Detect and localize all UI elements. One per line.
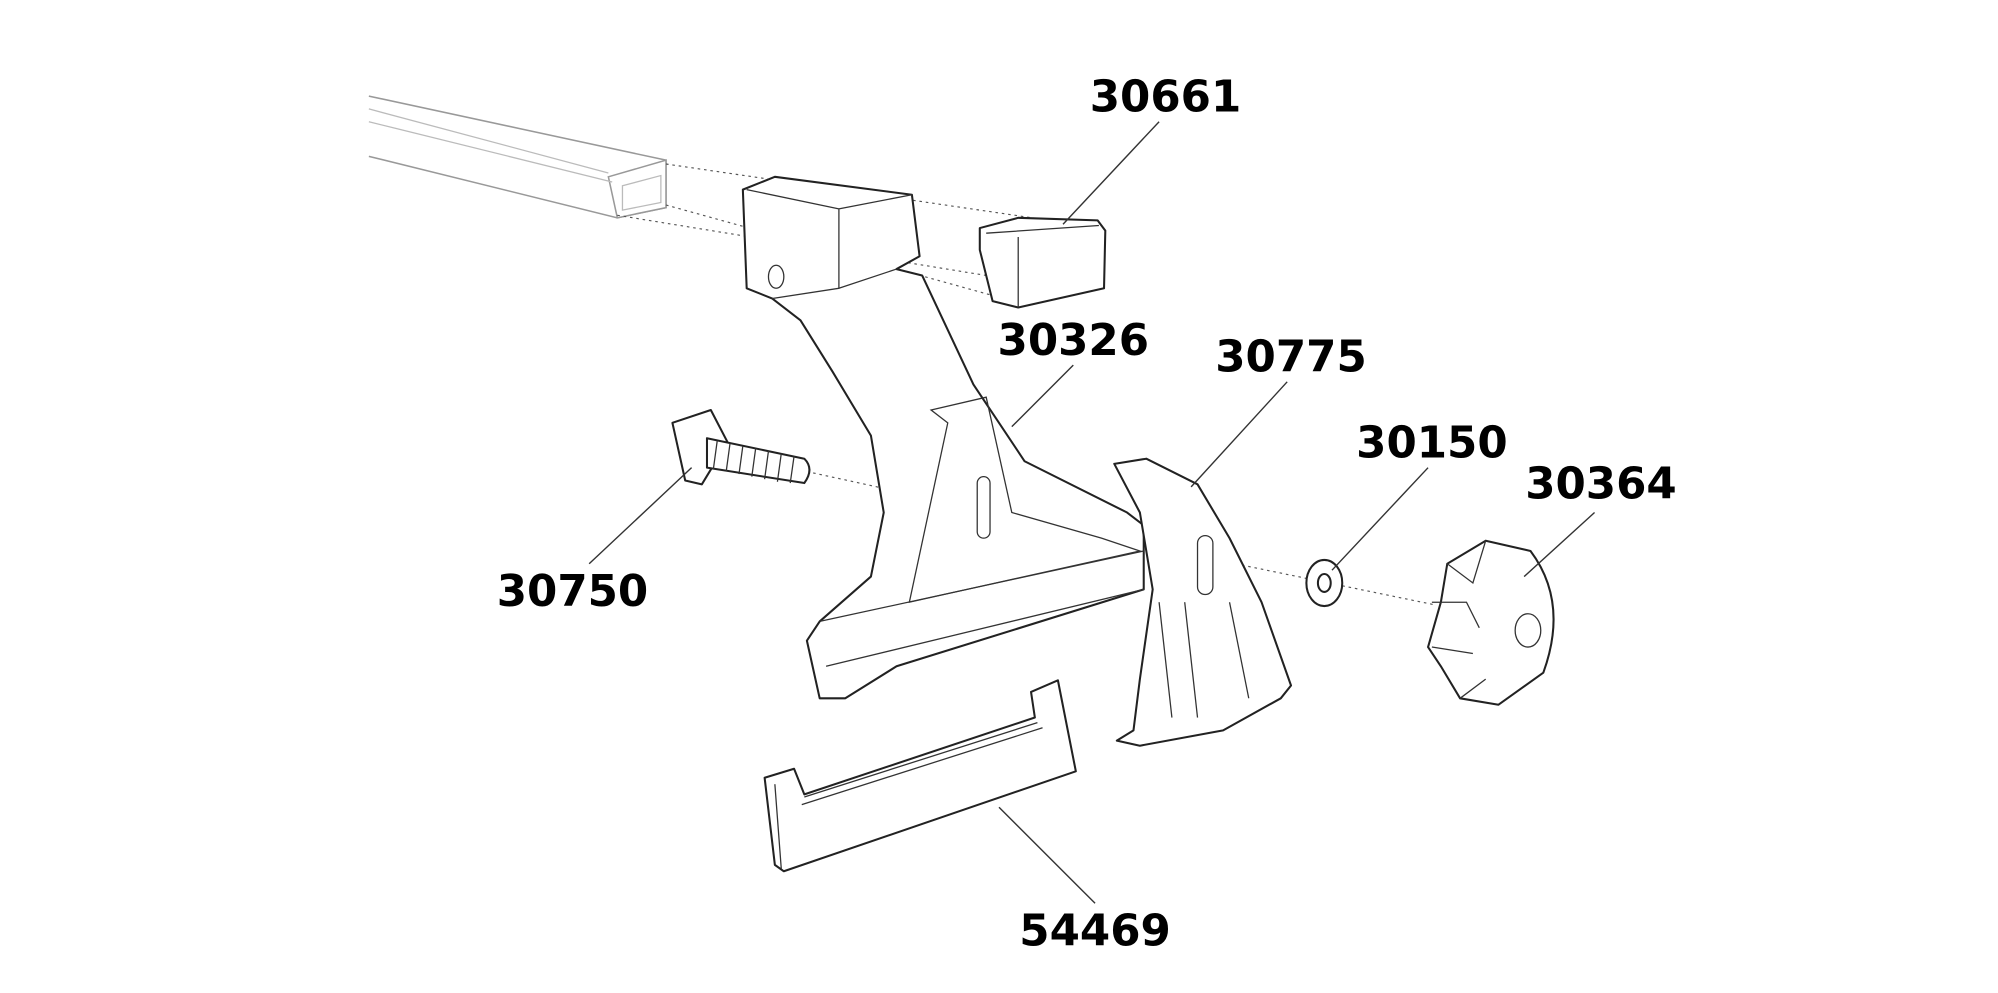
roof-bar bbox=[368, 95, 667, 219]
washer-part-30150 bbox=[1305, 558, 1344, 608]
foot-part-30326 bbox=[741, 175, 1145, 700]
label-54469: 54469 bbox=[1019, 907, 1170, 957]
bolt-part-30750 bbox=[671, 408, 811, 486]
strip-part-54469 bbox=[763, 679, 1077, 873]
label-30661: 30661 bbox=[1090, 72, 1241, 122]
knob-part-30364 bbox=[1427, 539, 1555, 706]
label-30326: 30326 bbox=[998, 316, 1149, 366]
end-cap-part-30661 bbox=[978, 216, 1107, 309]
label-30775: 30775 bbox=[1215, 333, 1366, 383]
leader-lines bbox=[588, 121, 1596, 904]
plate-part-30775 bbox=[1113, 457, 1293, 747]
label-30150: 30150 bbox=[1356, 418, 1507, 468]
label-30364: 30364 bbox=[1525, 459, 1676, 509]
label-30750: 30750 bbox=[497, 567, 648, 617]
